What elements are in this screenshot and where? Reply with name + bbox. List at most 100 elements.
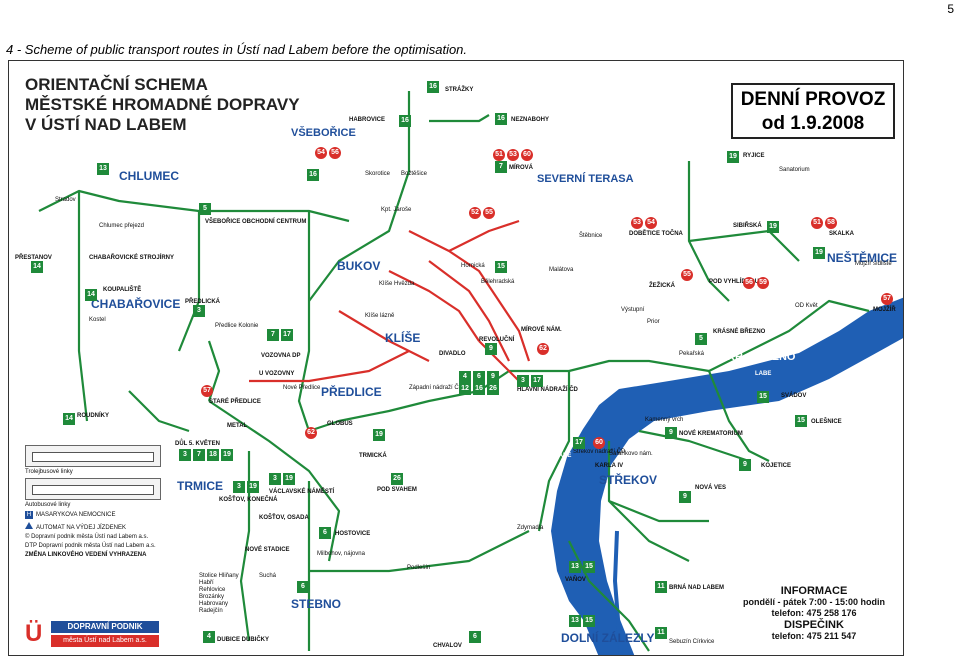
stop-label: KOJETICE [761,463,792,469]
bus-route-tag: 19 [373,429,385,441]
stop-label: DIVADLO [439,351,466,357]
bus-route-tag: 6 [473,371,485,383]
company-logo-sub: města Ústí nad Labem a.s. [51,635,159,647]
district-label: KLÍŠE [385,331,421,345]
stop-label: REVOLUČNÍ [479,337,515,343]
figure-caption: 4 - Scheme of public transport routes in… [6,42,468,57]
trolleybus-route-tag: 51 [493,149,505,161]
district-label: DOLNÍ ZÁLEZLY [561,631,655,645]
stop-label: KOŠŤOV, KONEČNÁ [219,497,278,503]
bus-route-tag: 14 [85,289,97,301]
stop-label: Stradov [55,197,76,203]
trolleybus-route-tag: 56 [743,277,755,289]
stop-label: Nové Předlice [283,385,321,391]
legend-copyright: © Dopravní podnik města Ústí nad Labem a… [25,534,149,540]
service-period-date: od 1.9.2008 [761,113,865,134]
stop-label: SIBIŘSKÁ [733,223,762,229]
stop-label: Kamenný vrch [645,417,684,423]
stop-label: NOVÉ KREMATORIUM [679,431,743,437]
stop-label: DOBĚTICE TOČNA [629,231,683,237]
district-label: TRMICE [177,479,223,493]
scheme-title: ORIENTAČNÍ SCHEMA MĚSTSKÉ HROMADNÉ DOPRA… [25,75,300,135]
bus-route-tag: 15 [583,561,595,573]
district-label: CHLUMEC [119,169,179,183]
trolleybus-route-tag: 60 [521,149,533,161]
service-period-box: DENNÍ PROVOZ od 1.9.2008 [731,83,895,139]
stop-label: Zdymadla [517,525,544,531]
bus-route-tag: 3 [517,375,529,387]
bus-route-tag: 17 [531,375,543,387]
hospital-icon: H [25,511,33,519]
stop-label: VAŇOV [565,577,586,583]
legend-ticket: AUTOMAT NA VÝDEJ JÍZDENEK [25,522,161,531]
stop-label: Pekařská [679,351,705,357]
bus-route-tag: 15 [795,415,807,427]
legend-hospital-label: MASARYKOVA NEMOCNICE [36,512,116,518]
scheme-title-line-3: V ÚSTÍ NAD LABEM [25,115,187,134]
district-label: STŘEKOV [599,473,658,487]
district-label: NEŠTĚMICE [827,251,898,265]
bus-route-tag: 15 [757,391,769,403]
stop-label: KRÁSNÉ BŘEZNO [713,329,766,335]
bus-route-tag: 19 [813,247,825,259]
river-label: LABE [625,597,642,603]
river-label: LABE [817,323,834,329]
stop-label: Klíše lázně [365,313,395,319]
legend-dtp: DTP Dopravní podnik města Ústí nad Labem… [25,543,156,549]
trolleybus-route-tag: 62 [305,427,317,439]
info-phone: telefon: 475 258 176 [771,608,857,618]
page-number: 5 [947,2,954,16]
district-label: SEVERNÍ TERASA [537,173,634,185]
bus-route-tag: 3 [179,449,191,461]
stop-label: NOVÉ STADICE [245,547,290,553]
bus-route-tag: 3 [269,473,281,485]
river-label: LABE [555,453,572,459]
trolleybus-route-tag: 59 [757,277,769,289]
stop-label: Bělehradská [481,279,515,285]
stop-label: Suchá [259,573,277,579]
stop-label: Stolice Hliňany Habří Rehlovice Brozánky… [199,573,239,614]
legend-bus-label: Autobusové linky [25,502,71,508]
bus-route-tag: 11 [655,581,667,593]
scheme-title-line-2: MĚSTSKÉ HROMADNÉ DOPRAVY [25,95,300,114]
district-label: KR. BŘEZNO [727,351,796,363]
trolleybus-route-tag: 57 [881,293,893,305]
stop-label: STARÉ PŘEDLICE [209,399,261,405]
stop-label: SVÁDOV [781,393,807,399]
stop-label: MOJŽÍŘ [873,307,896,313]
bus-route-tag: 4 [459,371,471,383]
stop-label: VÁCLAVSKÉ NÁMĚSTÍ [269,489,335,495]
stop-label: Podlešín [407,565,431,571]
stop-label: MÍROVÁ [509,165,533,171]
stop-label: KOUPALIŠTĚ [103,287,142,293]
dp-logo-icon: Ü [25,620,43,647]
bus-route-tag: 3 [233,481,245,493]
trolleybus-route-tag: 57 [201,385,213,397]
bus-route-tag: 19 [283,473,295,485]
stop-label: Prior [647,319,660,325]
scheme-title-line-1: ORIENTAČNÍ SCHEMA [25,75,208,94]
bus-route-tag: 16 [495,113,507,125]
legend-ticket-label: AUTOMAT NA VÝDEJ JÍZDENEK [36,525,127,531]
stop-label: Kostel [89,317,106,323]
stop-label: Střekov nádraží ČD [573,449,626,455]
legend-change-notice: ZMĚNA LINKOVÉHO VEDENÍ VYHRAZENA [25,552,147,558]
district-label: PŘEDLICE [321,385,382,399]
trolleybus-route-tag: 54 [645,217,657,229]
bus-route-tag: 12 [459,383,471,395]
stop-label: Milbohov, nájovna [317,551,365,557]
bus-route-tag: 19 [221,449,233,461]
trolleybus-route-tag: 62 [537,343,549,355]
bus-route-tag: 6 [469,631,481,643]
info-hours: pondělí - pátek 7:00 - 15:00 hodin [742,597,886,607]
trolleybus-route-tag: 56 [329,147,341,159]
bus-route-tag: 9 [739,459,751,471]
stop-label: ŽEŽICKÁ [649,283,675,289]
bus-route-tag: 26 [487,383,499,395]
company-logo: Ü DOPRAVNÍ PODNIK města Ústí nad Labem a… [25,617,165,651]
stop-label: Štěbnice [579,233,603,239]
bus-route-tag: 5 [199,203,211,215]
trolleybus-route-tag: 53 [631,217,643,229]
stop-label: HLAVNÍ NÁDRAŽÍ ČD [517,387,578,393]
